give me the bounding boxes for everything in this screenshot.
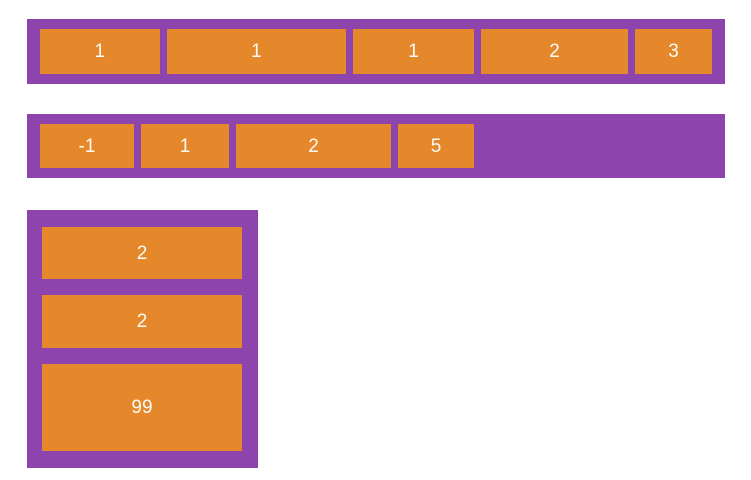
flex-item-label: 99 <box>131 397 153 418</box>
flex-container-column: 2 2 99 <box>27 210 258 468</box>
flex-item-label: 1 <box>251 41 262 62</box>
flex-item[interactable]: 2 <box>42 295 242 348</box>
flex-item[interactable]: 3 <box>635 29 712 74</box>
flex-item[interactable]: -1 <box>40 124 134 168</box>
flex-item[interactable]: 1 <box>166 29 347 74</box>
flex-container-basis-row: -1 1 2 5 <box>27 114 725 178</box>
flex-item[interactable]: 1 <box>353 29 474 74</box>
flex-item-label: 2 <box>136 242 148 264</box>
flex-item[interactable]: 2 <box>480 29 629 74</box>
flex-item-label: 3 <box>668 41 679 62</box>
flex-item-label: 1 <box>94 41 106 62</box>
flex-item[interactable]: 1 <box>141 124 229 168</box>
flex-item[interactable]: 1 <box>40 29 160 74</box>
flex-container-grow-row: 1 1 1 2 3 <box>27 19 725 84</box>
flex-item-label: 5 <box>430 135 442 157</box>
flex-item[interactable]: 99 <box>42 364 242 451</box>
flex-item[interactable]: 2 <box>236 124 391 168</box>
flex-item-label: 2 <box>308 135 319 157</box>
flex-item[interactable]: 5 <box>398 124 474 168</box>
flex-item-label: 1 <box>408 41 419 62</box>
flex-item-label: -1 <box>78 135 96 157</box>
flex-item-label: 2 <box>549 41 560 62</box>
flex-item-label: 1 <box>179 135 191 157</box>
flex-item-label: 2 <box>136 311 148 332</box>
flex-item[interactable]: 2 <box>42 227 242 279</box>
